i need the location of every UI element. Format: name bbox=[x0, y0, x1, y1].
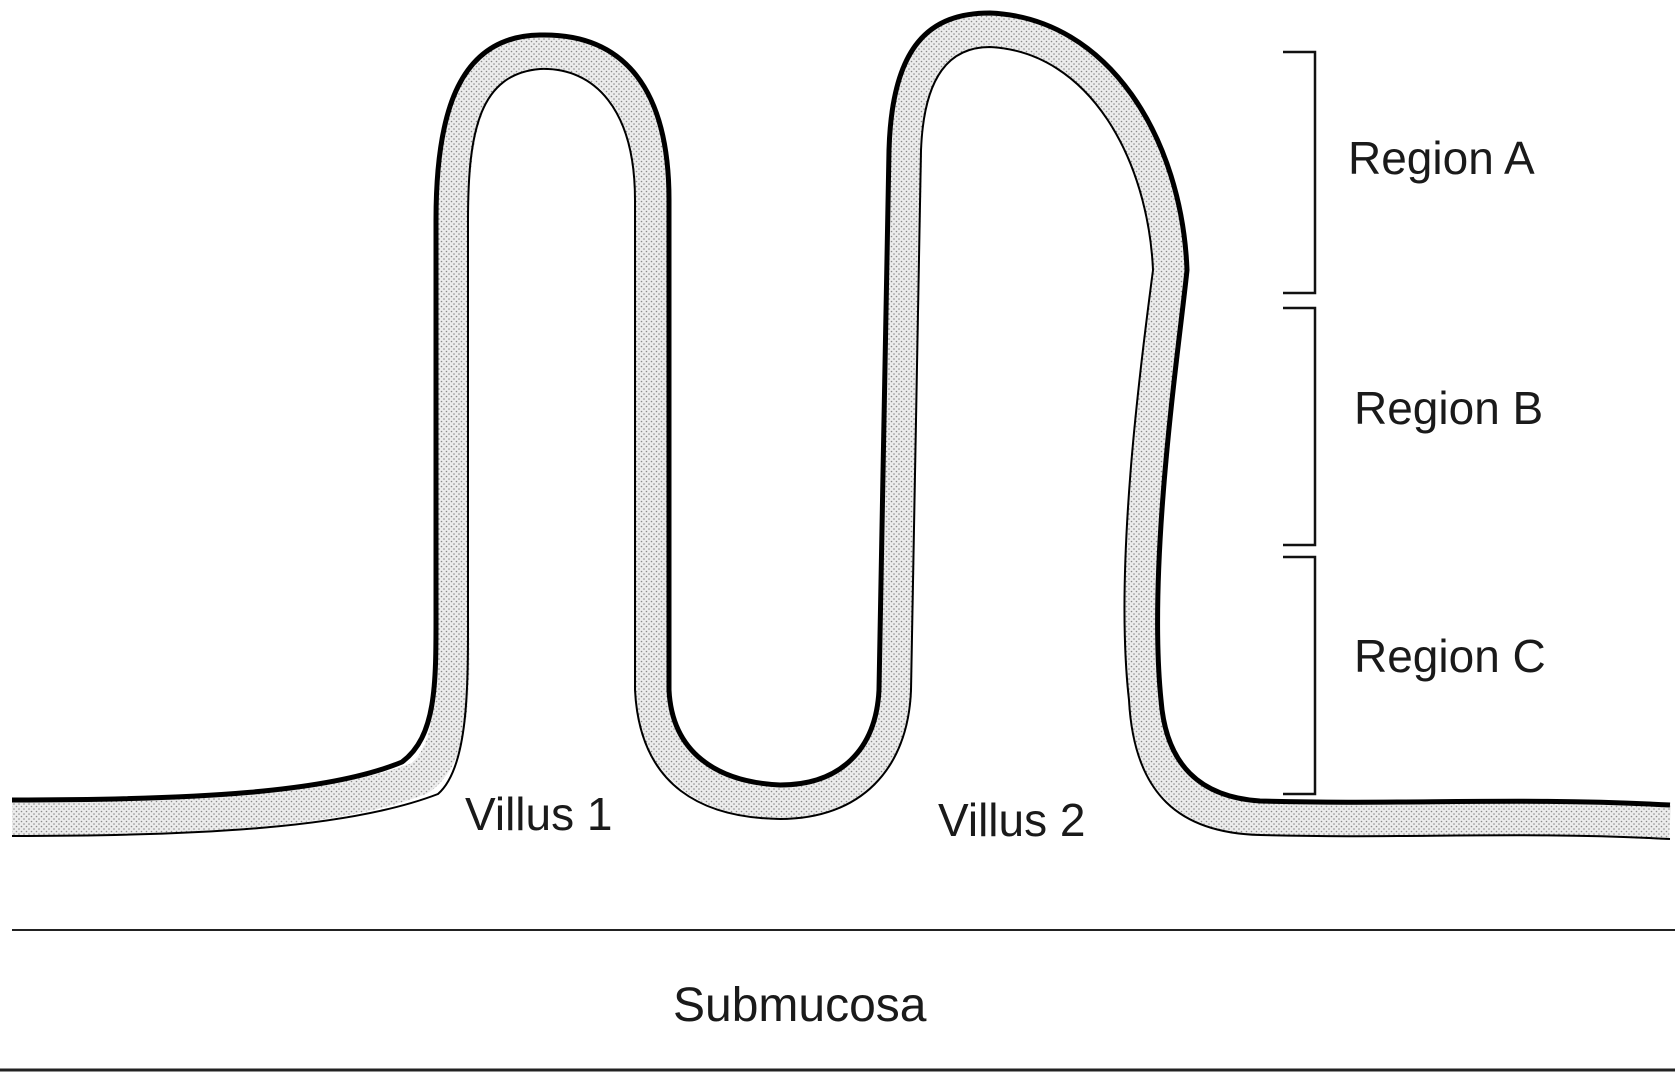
villus-1-label: Villus 1 bbox=[465, 788, 612, 840]
region-b-label: Region B bbox=[1354, 382, 1543, 434]
region-c-label: Region C bbox=[1354, 630, 1546, 682]
region-c-bracket bbox=[1283, 557, 1315, 794]
villus-2-label: Villus 2 bbox=[938, 794, 1085, 846]
region-a-label: Region A bbox=[1348, 132, 1535, 184]
region-b-bracket bbox=[1283, 308, 1315, 545]
submucosa-label: Submucosa bbox=[673, 979, 927, 1032]
region-a-bracket bbox=[1283, 52, 1315, 293]
